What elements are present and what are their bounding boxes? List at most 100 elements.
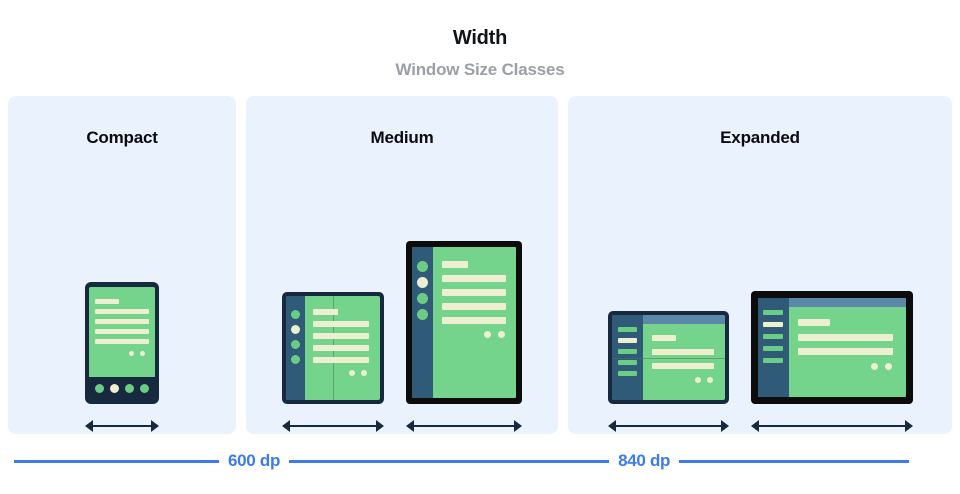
content-bar — [651, 335, 676, 341]
content-bar — [442, 289, 506, 296]
device-column-phone-portrait — [85, 282, 159, 434]
panel-title-compact: Compact — [86, 128, 158, 147]
breakpoint-measure-rail: 600 dp 840 dp — [0, 450, 960, 472]
content-bar — [95, 309, 149, 314]
width-arrow-foldable-portrait — [282, 418, 384, 434]
rail-item-1-selected[interactable] — [417, 277, 428, 288]
width-arrow-compact — [85, 418, 159, 434]
content-bar — [442, 261, 468, 268]
phone-screen — [89, 287, 155, 399]
rail-item-3[interactable] — [291, 355, 300, 364]
content-bar — [95, 339, 149, 344]
content-bar — [95, 329, 149, 334]
content-bar — [95, 299, 119, 304]
panel-medium[interactable]: Medium — [246, 96, 558, 434]
nav-item-3[interactable] — [140, 384, 149, 393]
device-tablet-landscape[interactable] — [750, 291, 913, 404]
content-dot — [484, 331, 491, 338]
app-top-bar — [642, 315, 725, 324]
device-group-compact — [8, 152, 236, 434]
content-bar — [313, 321, 369, 327]
navigation-rail[interactable] — [412, 247, 433, 398]
content-bar — [797, 348, 893, 355]
foldable-screen — [611, 315, 725, 400]
device-column-tablet-portrait — [406, 241, 522, 434]
breakpoint-label-840: 840 dp — [618, 451, 671, 470]
content-bar — [313, 345, 369, 351]
measure-line-segment — [289, 459, 610, 463]
nav-item-1-selected[interactable] — [110, 384, 119, 393]
rail-item-0[interactable] — [291, 310, 300, 319]
content-bar — [313, 357, 369, 363]
tablet-screen — [757, 298, 906, 397]
panel-compact[interactable]: Compact — [8, 96, 236, 434]
panel-title-expanded: Expanded — [720, 128, 800, 147]
navigation-rail[interactable] — [611, 315, 643, 400]
arrow-head-right-icon — [376, 420, 384, 432]
device-foldable-portrait[interactable] — [282, 292, 384, 404]
nav-item-0[interactable] — [95, 384, 104, 393]
device-column-tablet-landscape — [750, 291, 913, 434]
device-foldable-landscape[interactable] — [607, 311, 729, 404]
content-dot — [870, 363, 878, 370]
content-bar — [442, 317, 506, 324]
content-bar — [313, 333, 369, 339]
arrow-head-left-icon — [607, 420, 616, 432]
rail-item-3[interactable] — [617, 360, 637, 365]
panel-title-medium: Medium — [370, 128, 434, 147]
rail-item-4[interactable] — [617, 371, 637, 376]
breakpoint-label-600: 600 dp — [228, 451, 281, 470]
rail-item-2[interactable] — [617, 349, 637, 354]
rail-item-1-selected[interactable] — [291, 325, 300, 334]
content-dot — [498, 331, 505, 338]
rail-item-0[interactable] — [617, 327, 637, 332]
content-dot — [349, 370, 355, 376]
device-group-expanded — [568, 152, 952, 434]
device-group-medium — [246, 152, 558, 434]
content-dot — [361, 370, 367, 376]
content-bar — [797, 334, 893, 341]
rail-item-1-selected[interactable] — [762, 322, 783, 327]
rail-item-2[interactable] — [417, 293, 428, 304]
content-bar — [651, 363, 714, 369]
content-bar — [313, 309, 338, 315]
arrow-shaft — [757, 425, 906, 427]
arrow-shaft — [614, 425, 722, 427]
rail-item-2[interactable] — [762, 334, 783, 339]
device-phone-portrait[interactable] — [85, 282, 159, 404]
rail-item-2[interactable] — [291, 340, 300, 349]
page-subtitle: Window Size Classes — [395, 60, 565, 79]
device-column-foldable-portrait — [282, 292, 384, 434]
rail-item-1-selected[interactable] — [617, 338, 637, 343]
rail-item-0[interactable] — [417, 261, 428, 272]
arrow-head-right-icon — [151, 420, 159, 432]
arrow-head-right-icon — [514, 420, 522, 432]
rail-item-3[interactable] — [762, 346, 783, 351]
content-bar — [442, 303, 506, 310]
phone-bottom-nav[interactable] — [89, 377, 155, 399]
arrow-head-right-icon — [720, 420, 729, 432]
device-column-foldable-landscape — [607, 311, 729, 434]
measure-line-segment — [14, 459, 219, 463]
navigation-rail[interactable] — [757, 298, 789, 397]
width-arrow-tablet-portrait — [406, 418, 522, 434]
navigation-rail[interactable] — [286, 296, 305, 400]
arrow-shaft — [413, 425, 515, 427]
device-tablet-portrait[interactable] — [406, 241, 522, 404]
fold-line-horizontal — [611, 358, 725, 359]
figure-header: Width Window Size Classes — [0, 0, 960, 80]
rail-item-0[interactable] — [762, 310, 783, 315]
arrow-head-left-icon — [406, 420, 414, 432]
size-class-panels: Compact — [8, 96, 952, 434]
width-arrow-tablet-landscape — [750, 418, 913, 434]
arrow-head-right-icon — [904, 420, 913, 432]
rail-item-4[interactable] — [762, 358, 783, 363]
content-dot — [694, 377, 701, 383]
nav-item-2[interactable] — [125, 384, 134, 393]
panel-expanded[interactable]: Expanded — [568, 96, 952, 434]
tablet-screen — [412, 247, 516, 398]
width-arrow-foldable-landscape — [607, 418, 729, 434]
foldable-screen — [286, 296, 380, 400]
rail-item-3[interactable] — [417, 309, 428, 320]
